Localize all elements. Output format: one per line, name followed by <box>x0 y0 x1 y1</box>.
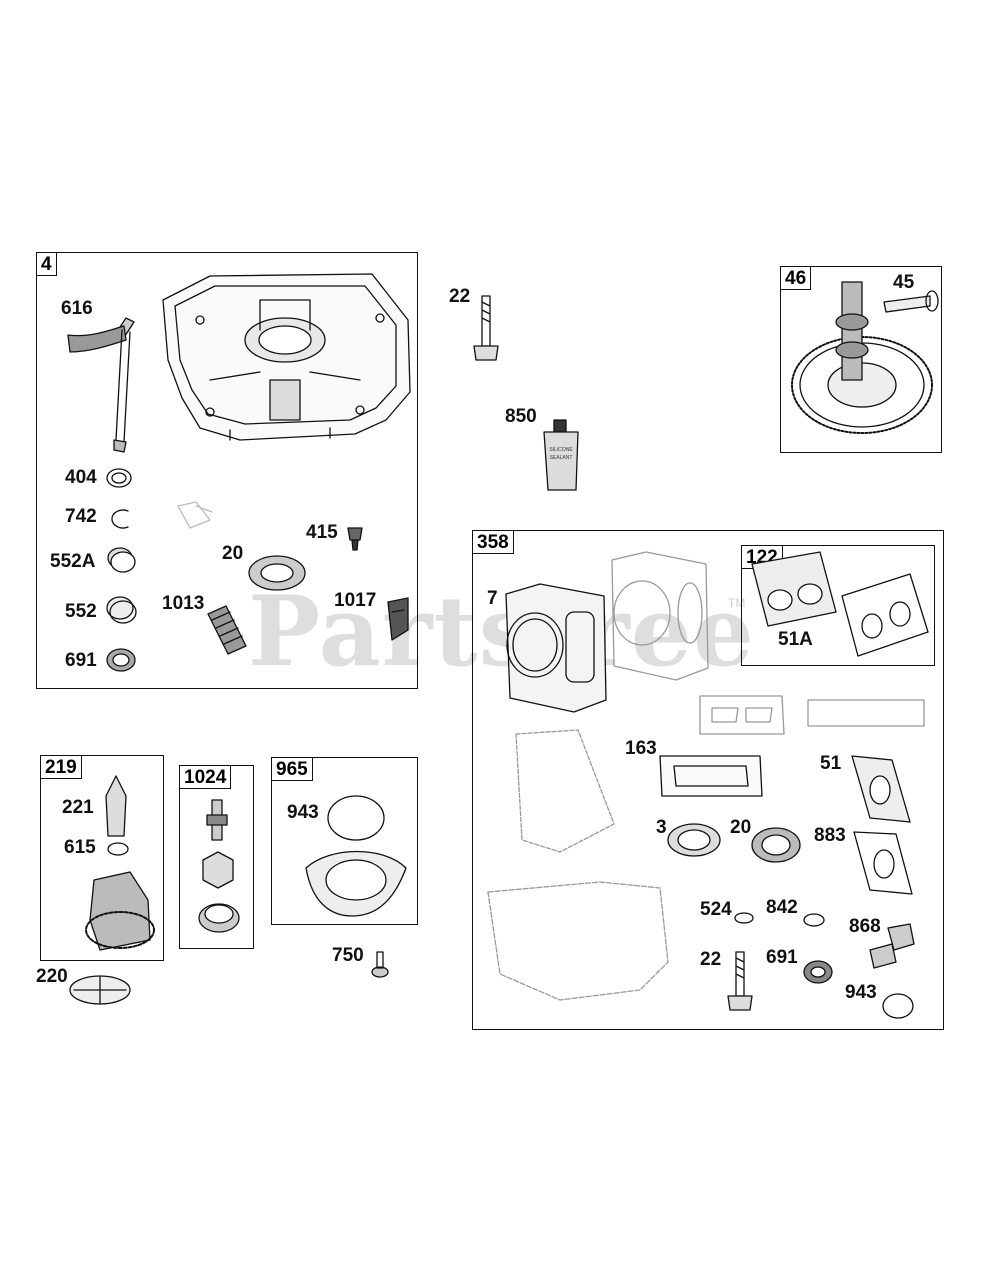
group-box-gasket-set[interactable]: 358 <box>472 530 944 1030</box>
governor-spool-221-drawing[interactable] <box>105 775 127 837</box>
governor-cup-220-drawing[interactable] <box>69 975 131 1005</box>
plug-415-drawing[interactable] <box>347 527 363 551</box>
screw-750-drawing[interactable] <box>371 951 389 978</box>
watermark-trademark: TM <box>728 596 746 610</box>
label-616: 616 <box>61 298 93 319</box>
group-number-crankcase: 4 <box>37 253 57 276</box>
gasket-163-drawing[interactable] <box>659 755 763 797</box>
label-7: 7 <box>487 588 498 609</box>
governor-shaft-drawing[interactable] <box>67 317 135 453</box>
governor-gear-drawing[interactable] <box>85 871 155 951</box>
label-20-crankcase: 20 <box>222 543 244 564</box>
head-gasket-7-drawing[interactable] <box>505 583 607 713</box>
label-221: 221 <box>62 797 94 818</box>
label-943-gasket-set: 943 <box>845 982 877 1003</box>
gasket-122-left-drawing[interactable] <box>751 551 837 627</box>
bushing-552-drawing[interactable] <box>106 596 137 624</box>
label-552a: 552A <box>50 551 96 572</box>
group-number-gasket-set: 358 <box>473 531 514 554</box>
label-750: 750 <box>332 945 364 966</box>
label-1017: 1017 <box>334 590 377 611</box>
tube-label-line1: SILICONE <box>549 447 573 453</box>
rocker-cover-gasket-ghost-drawing[interactable] <box>515 729 615 853</box>
retaining-ring-615-drawing[interactable] <box>107 842 129 856</box>
group-number-governor: 219 <box>41 756 82 779</box>
label-524: 524 <box>700 899 732 920</box>
group-box-crankcase[interactable]: 4 <box>36 252 418 689</box>
dipstick-tube-1013-drawing[interactable] <box>207 605 247 655</box>
o-ring-524-drawing[interactable] <box>734 912 754 924</box>
label-45: 45 <box>893 272 915 293</box>
o-ring-943b-drawing[interactable] <box>882 993 914 1019</box>
label-51a: 51A <box>778 629 813 650</box>
label-943-oil-filter: 943 <box>287 802 319 823</box>
label-850: 850 <box>505 406 537 427</box>
seal-3-drawing[interactable] <box>667 823 721 857</box>
oil-seal-20b-drawing[interactable] <box>751 827 801 863</box>
label-691-crankcase: 691 <box>65 650 97 671</box>
bolt-22-drawing[interactable] <box>473 295 499 361</box>
oil-pump-inner-rotor-drawing[interactable] <box>202 851 234 889</box>
label-415: 415 <box>306 522 338 543</box>
label-404: 404 <box>65 467 97 488</box>
label-742: 742 <box>65 506 97 527</box>
o-ring-842-drawing[interactable] <box>803 913 825 927</box>
group-box-governor[interactable]: 219 <box>40 755 164 961</box>
label-22-top: 22 <box>449 286 471 307</box>
label-51: 51 <box>820 753 842 774</box>
sealant-tube-850-drawing[interactable] <box>543 419 579 491</box>
bushing-552a-drawing[interactable] <box>107 547 136 573</box>
bolt-22b-drawing[interactable] <box>727 951 753 1011</box>
oil-pump-outer-rotor-drawing[interactable] <box>198 903 240 933</box>
oil-seal-691b-drawing[interactable] <box>803 960 833 984</box>
label-220: 220 <box>36 966 68 987</box>
label-20-gasket-set: 20 <box>730 817 752 838</box>
seal-404-drawing[interactable] <box>106 468 132 488</box>
label-552: 552 <box>65 601 97 622</box>
breather-1017-drawing[interactable] <box>387 597 409 641</box>
group-box-oil-filter-adapter[interactable]: 965 <box>271 757 418 925</box>
group-number-camshaft: 46 <box>781 267 812 290</box>
group-box-oil-pump[interactable]: 1024 <box>179 765 254 949</box>
label-3: 3 <box>656 817 667 838</box>
plug-drawing[interactable] <box>177 501 213 529</box>
head-gasket-ghost-drawing[interactable] <box>611 551 709 681</box>
camshaft-drawing[interactable] <box>791 281 933 434</box>
tube-label-line2: SEALANT <box>550 455 573 461</box>
group-number-oil-filter-adapter: 965 <box>272 758 313 781</box>
e-clip-742-drawing[interactable] <box>111 509 129 529</box>
oil-seal-20-drawing[interactable] <box>248 555 306 591</box>
label-163: 163 <box>625 738 657 759</box>
pin-45-drawing[interactable] <box>883 290 939 313</box>
o-ring-943a-drawing[interactable] <box>327 795 385 841</box>
gasket-51-drawing[interactable] <box>851 755 911 823</box>
gasket-883-drawing[interactable] <box>853 831 913 895</box>
oil-pump-shaft-drawing[interactable] <box>206 799 228 841</box>
group-number-oil-pump: 1024 <box>180 766 232 789</box>
crankcase-drawing[interactable] <box>162 273 411 441</box>
label-691-gasket-set: 691 <box>766 947 798 968</box>
group-box-camshaft[interactable]: 46 <box>780 266 942 453</box>
intake-gasket-ghost-drawing[interactable] <box>699 695 925 735</box>
fitting-868-drawing[interactable] <box>869 923 915 969</box>
oil-seal-691-drawing[interactable] <box>106 648 136 672</box>
label-22-gasket-set: 22 <box>700 949 722 970</box>
label-883: 883 <box>814 825 846 846</box>
label-842: 842 <box>766 897 798 918</box>
label-615: 615 <box>64 837 96 858</box>
label-868: 868 <box>849 916 881 937</box>
oil-filter-adapter-drawing[interactable] <box>305 850 407 917</box>
partstree-watermark: Partstree <box>248 575 755 688</box>
label-1013: 1013 <box>162 593 205 614</box>
gasket-51a-drawing[interactable] <box>841 573 929 657</box>
sump-gasket-ghost-drawing[interactable] <box>487 881 669 1001</box>
